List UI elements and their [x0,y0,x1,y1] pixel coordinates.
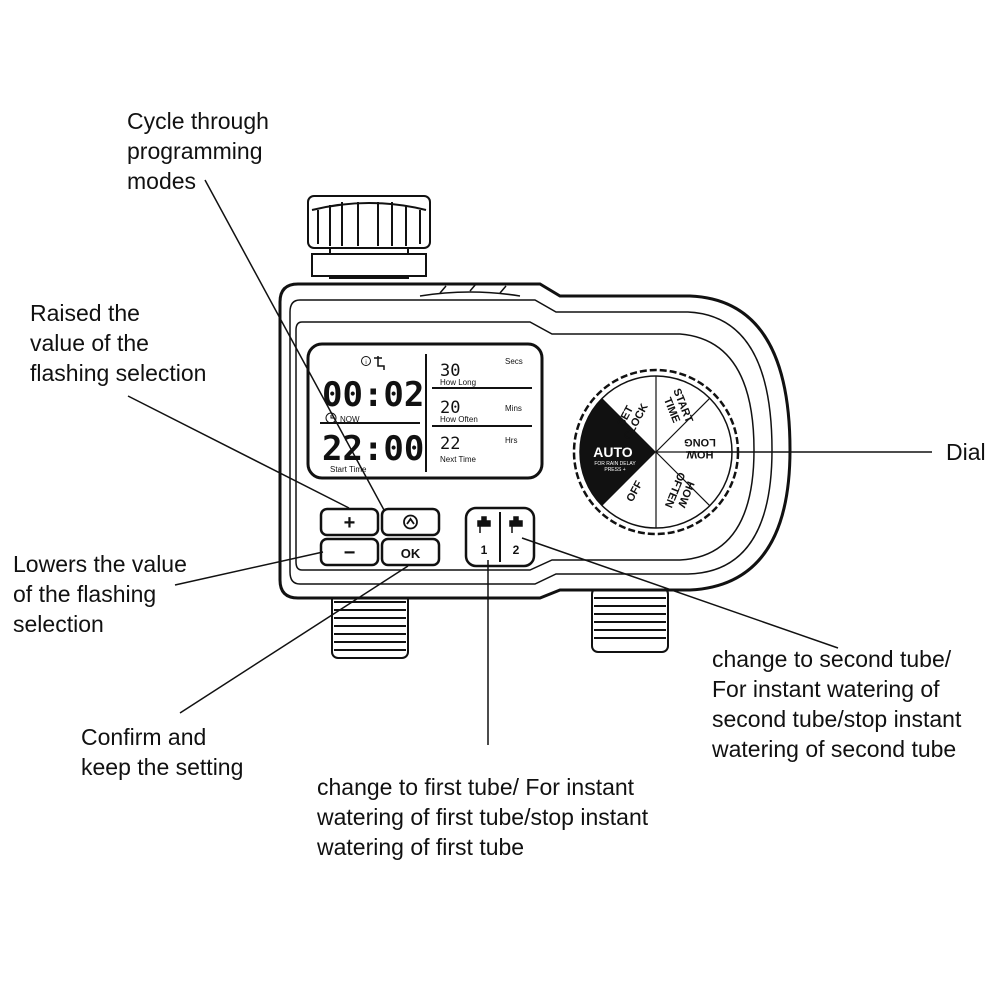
how-often-label: How Often [440,415,478,424]
how-often-unit: Mins [505,404,522,413]
callout-confirm-line-2: keep the setting [81,754,244,780]
callout-lower-value-line-3: selection [13,611,104,637]
callout-raise-value: Raised the value of the flashing selecti… [30,298,206,388]
dial-auto-sub1: FOR RAIN DELAY [594,461,636,467]
tap-2-icon [509,516,523,533]
callout-first-tube: change to first tube/ For instant wateri… [317,772,648,862]
leader-confirm [179,565,409,714]
dial-how-long-1: HOW [686,448,714,460]
callout-raise-value-line-3: flashing selection [30,360,207,386]
mode-button[interactable] [380,507,441,537]
now-time-display: 00:02 [322,375,424,415]
start-time-label: Start Time [330,465,367,474]
dial-auto-sub2: PRESS + [604,467,625,473]
ok-button[interactable]: OK [380,537,441,567]
next-time-unit: Hrs [505,436,517,445]
callout-second-tube-line-3: second tube/stop instant [712,706,962,732]
callout-first-tube-line-2: watering of first tube/stop instant [317,804,649,830]
plus-button[interactable]: + [319,507,380,537]
callout-dial-label: Dial [946,439,986,465]
info-icon: i [361,356,371,366]
callout-cycle-modes-line-1: Cycle through [127,108,269,134]
callout-first-tube-line-1: change to first tube/ For instant [317,774,635,800]
tube-2-button[interactable]: 2 [502,512,530,562]
next-time-label: Next Time [440,455,477,464]
how-often-value: 20 [440,398,460,418]
callout-dial: Dial [946,437,986,467]
callout-second-tube: change to second tube/ For instant water… [712,644,961,764]
dial-auto-segment [580,398,656,506]
inlet-nut [307,195,431,279]
callout-raise-value-line-2: value of the [30,330,149,356]
callout-second-tube-line-1: change to second tube/ [712,646,952,672]
dial-how-long-2: LONG [684,436,716,448]
mode-cycle-icon [403,514,418,530]
callout-second-tube-line-2: For instant watering of [712,676,940,702]
leader-lines [127,179,932,745]
tap-1-icon [477,516,491,533]
dial[interactable]: AUTO FOR RAIN DELAY PRESS + SET CLOCK ST… [572,368,740,536]
callout-cycle-modes: Cycle through programming modes [127,106,269,196]
callout-first-tube-line-3: watering of first tube [317,834,525,860]
tube-2-label: 2 [513,543,520,557]
callout-lower-value-line-1: Lowers the value [13,551,187,577]
callout-second-tube-line-4: watering of second tube [712,736,957,762]
lcd-screen: i 00:02 NOW 22:00 Start Time 30 Secs How… [306,342,544,480]
outlet-right [591,587,669,653]
callout-raise-value-line-1: Raised the [30,300,140,326]
callout-lower-value-line-2: of the flashing [13,581,157,607]
next-time-value: 22 [440,434,460,454]
ok-label: OK [401,546,421,561]
svg-text:i: i [365,360,366,366]
leader-raise-value [127,395,350,509]
callout-lower-value: Lowers the value of the flashing selecti… [13,549,187,639]
plus-label: + [344,512,356,534]
how-long-unit: Secs [505,357,523,366]
how-long-label: How Long [440,378,476,387]
callout-confirm-line-1: Confirm and [81,724,207,750]
start-time-display: 22:00 [322,429,424,469]
minus-button[interactable]: − [319,537,380,567]
minus-label: − [344,542,356,564]
dial-auto-label: AUTO [593,444,633,460]
tube-1-button[interactable]: 1 [470,512,498,562]
now-label: NOW [340,415,360,424]
tube-1-label: 1 [481,543,488,557]
callout-confirm: Confirm and keep the setting [81,722,243,782]
leader-cycle-modes [204,179,385,511]
outlet-left [331,591,409,659]
leader-second-tube [521,537,839,649]
callout-cycle-modes-line-3: modes [127,168,197,194]
how-long-value: 30 [440,361,460,381]
tap-icon [374,356,385,370]
callout-cycle-modes-line-2: programming [127,138,263,164]
leader-lower-value [174,551,324,586]
